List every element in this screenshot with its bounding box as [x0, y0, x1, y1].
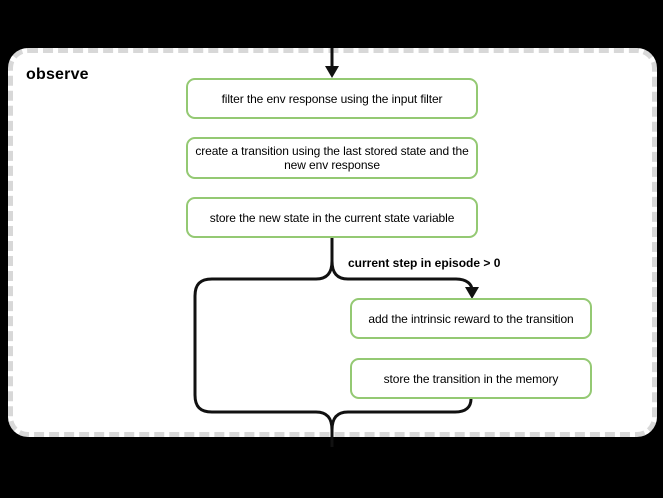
node-store-transition: store the transition in the memory [350, 358, 592, 399]
node-create-transition: create a transition using the last store… [186, 137, 478, 179]
node-add-intrinsic-reward: add the intrinsic reward to the transiti… [350, 298, 592, 339]
group-title: observe [26, 66, 89, 83]
node-store-new-state: store the new state in the current state… [186, 197, 478, 238]
node-filter-env-response: filter the env response using the input … [186, 78, 478, 119]
condition-label: current step in episode > 0 [348, 256, 501, 270]
